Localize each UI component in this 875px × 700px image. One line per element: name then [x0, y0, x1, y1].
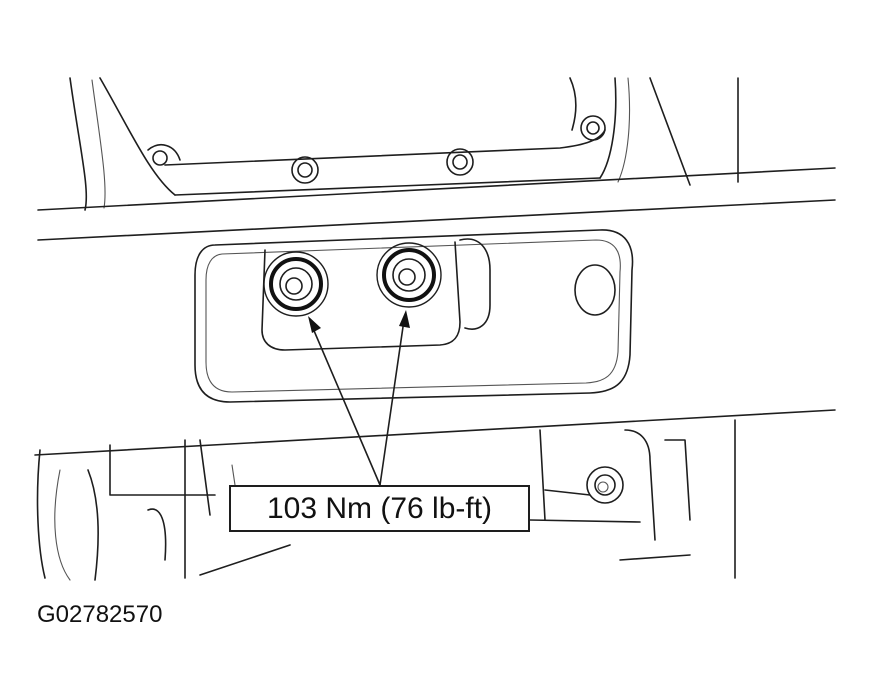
bracket-plate — [194, 229, 634, 403]
leader-arrows — [308, 310, 410, 486]
torque-label: 103 Nm (76 lb-ft) — [266, 491, 493, 525]
figure-id: G02782570 — [37, 601, 163, 628]
lower-assembly — [34, 409, 836, 581]
torque-callout: 103 Nm (76 lb-ft) — [229, 485, 530, 532]
pan-bolts — [152, 115, 606, 184]
mount-bolt-right — [376, 242, 442, 308]
mount-bolt-left — [263, 251, 329, 317]
arrowhead-left — [308, 316, 321, 333]
arrowhead-right — [399, 310, 410, 328]
upper-frame — [37, 77, 836, 241]
